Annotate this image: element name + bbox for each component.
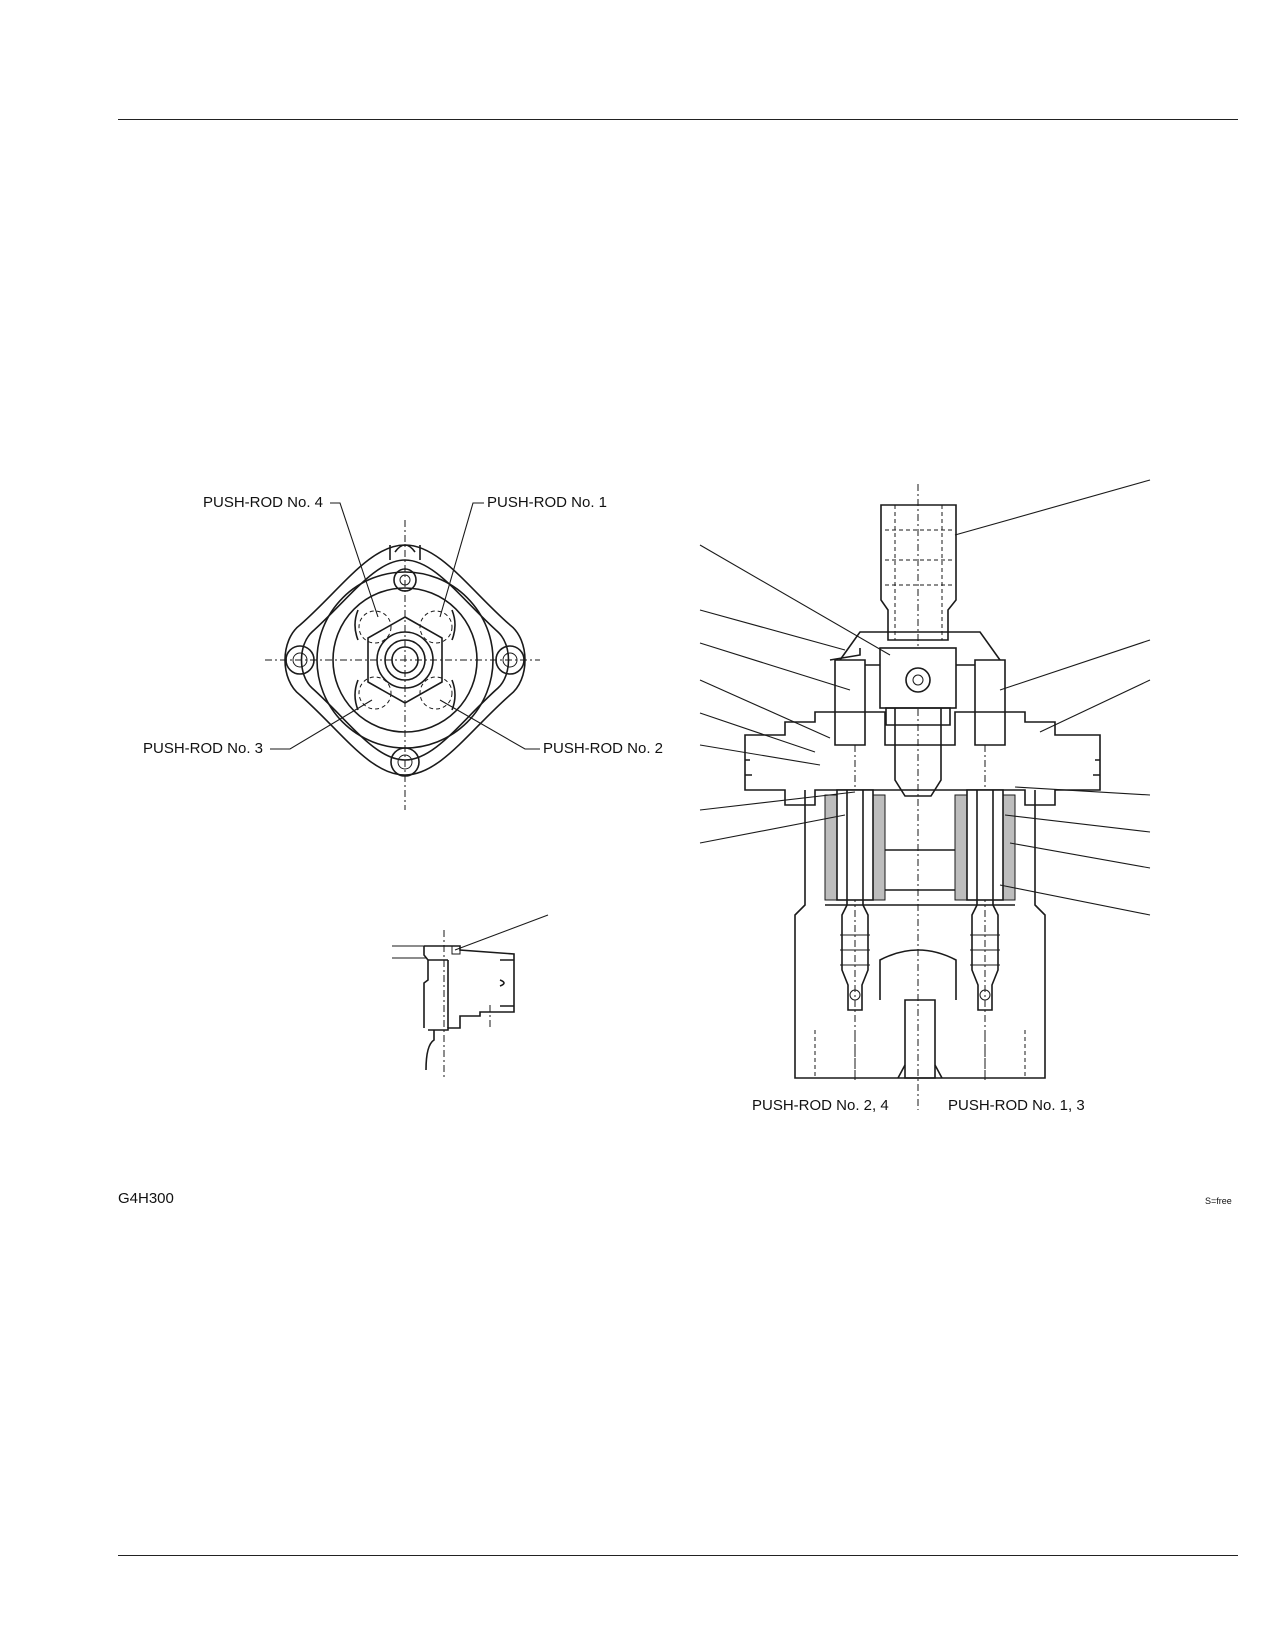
footer-rule <box>118 1555 1238 1556</box>
label-pushrod-1: PUSH-ROD No. 1 <box>487 494 608 511</box>
figure-code: G4H300 <box>118 1190 174 1207</box>
scale-note: S=free <box>1205 1196 1232 1206</box>
label-pushrod-2-4: PUSH-ROD No. 2, 4 <box>752 1097 889 1114</box>
label-pushrod-4: PUSH-ROD No. 4 <box>203 494 324 511</box>
label-pushrod-3: PUSH-ROD No. 3 <box>143 740 264 757</box>
section-view-drawing <box>699 479 1151 1110</box>
top-view-drawing <box>265 502 540 810</box>
header-rule <box>118 119 1238 120</box>
label-pushrod-2: PUSH-ROD No. 2 <box>543 740 664 757</box>
detail-view-drawing <box>392 914 549 1080</box>
label-pushrod-1-3: PUSH-ROD No. 1, 3 <box>948 1097 1085 1114</box>
